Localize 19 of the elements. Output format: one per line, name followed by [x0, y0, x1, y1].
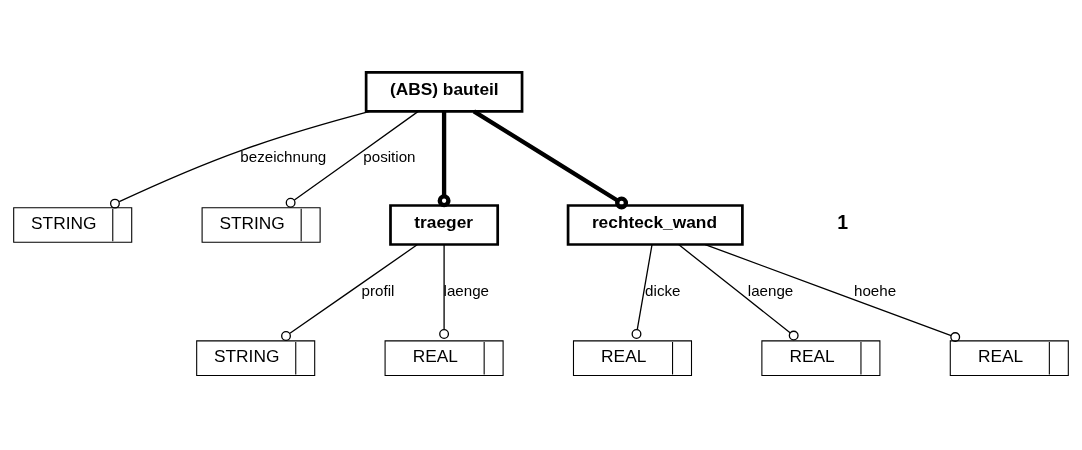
- connector: [285, 110, 419, 208]
- connector: [704, 243, 961, 343]
- label: 1: [837, 210, 848, 233]
- connector: [281, 243, 419, 341]
- node-box: rechteck_wand: [566, 204, 744, 246]
- connector: [472, 109, 629, 210]
- connector: [109, 110, 371, 209]
- connector: [631, 243, 653, 339]
- edge-label: laenge: [747, 281, 794, 299]
- edge-label: bezeichnung: [240, 148, 327, 166]
- edge-label: position: [363, 148, 416, 166]
- node-box: traeger: [389, 204, 500, 246]
- edge-label: dicke: [645, 281, 681, 299]
- connector: [437, 111, 451, 208]
- edge-label: hoehe: [853, 281, 897, 299]
- connector: [677, 243, 799, 341]
- edge-label: profil: [361, 281, 395, 299]
- connector: [439, 243, 450, 339]
- node-box: (ABS) bauteil: [364, 70, 524, 113]
